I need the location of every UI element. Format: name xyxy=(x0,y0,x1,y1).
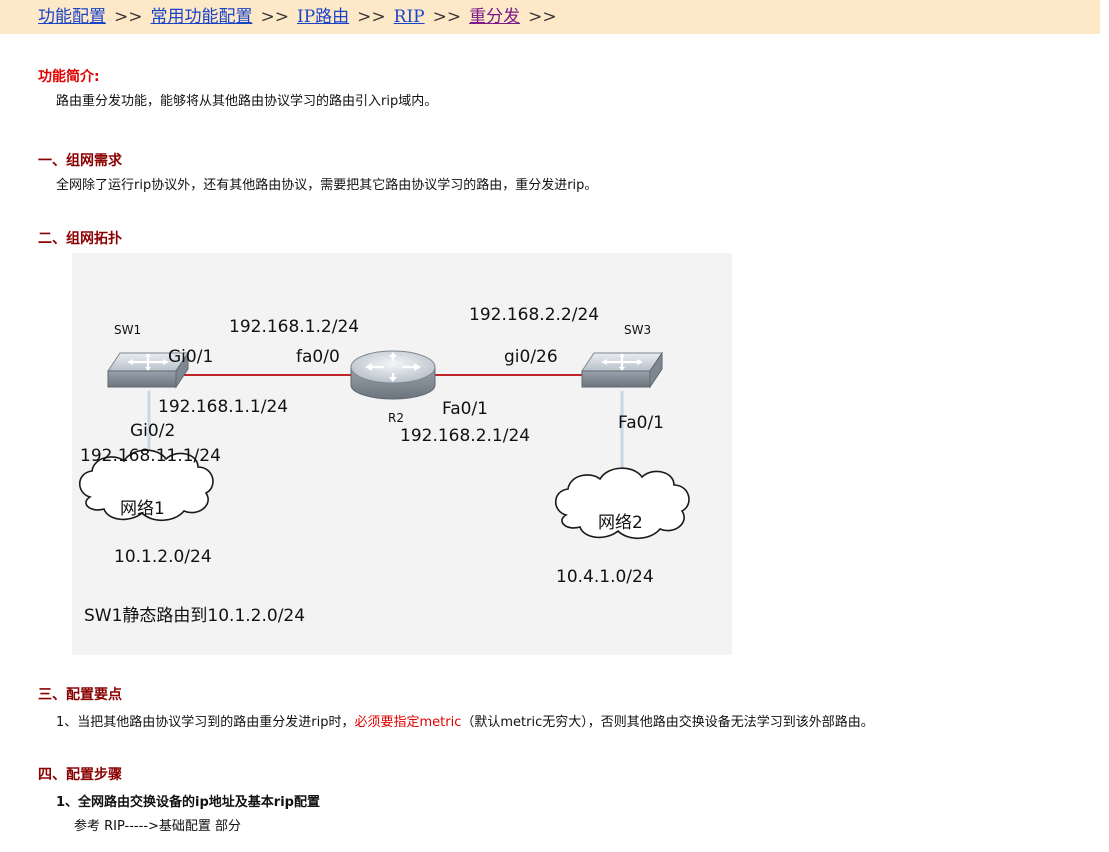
section4-heading: 四、配置步骤 xyxy=(38,767,122,783)
cloud-network1-icon xyxy=(78,449,214,522)
step1-title: 1、全网路由交换设备的ip地址及基本rip配置 xyxy=(56,795,320,810)
port-label-sw1-gi01: Gi0/1 xyxy=(168,347,214,367)
r2-name-label: R2 xyxy=(388,411,404,425)
ip-label-r2-fa01: 192.168.2.2/24 xyxy=(469,305,600,325)
section2-heading: 二、组网拓扑 xyxy=(38,231,122,247)
breadcrumb-separator: >> xyxy=(528,7,557,27)
section3-text-red: 必须要指定metric xyxy=(354,715,462,730)
sw1-name-label: SW1 xyxy=(114,323,142,337)
port-label-r2-fa01: Fa0/1 xyxy=(442,399,488,419)
section3-heading: 三、配置要点 xyxy=(38,687,122,703)
network2-subnet-label: 10.4.1.0/24 xyxy=(556,567,654,587)
switch-sw3-icon xyxy=(581,351,663,389)
port-label-sw1-gi02: Gi0/2 xyxy=(130,421,176,441)
cloud-network2-icon xyxy=(554,467,690,540)
topology-drawing xyxy=(78,350,690,540)
breadcrumb-separator: >> xyxy=(432,7,462,27)
ip-label-sw1-gi02: 192.168.11.1/24 xyxy=(80,446,221,466)
cloud-network2-label: 网络2 xyxy=(598,513,643,533)
intro-heading: 功能简介: xyxy=(38,69,100,85)
breadcrumb-link-function-config[interactable]: 功能配置 xyxy=(38,7,106,27)
port-label-r2-fa00: fa0/0 xyxy=(296,347,340,367)
breadcrumb-separator: >> xyxy=(260,7,290,27)
router-r2-icon xyxy=(350,350,436,400)
intro-text: 路由重分发功能，能够将从其他路由协议学习的路由引入rip域内。 xyxy=(56,94,438,109)
section1-text: 全网除了运行rip协议外，还有其他路由协议，需要把其它路由协议学习的路由，重分发… xyxy=(56,178,598,193)
port-label-sw3-gi026: gi0/26 xyxy=(504,347,558,367)
section3-text-after: （默认metric无穷大），否则其他路由交换设备无法学习到该外部路由。 xyxy=(461,715,874,730)
breadcrumb-link-redistribution[interactable]: 重分发 xyxy=(469,7,521,27)
breadcrumb-link-rip[interactable]: RIP xyxy=(393,7,425,27)
ip-label-r2-fa00: 192.168.1.2/24 xyxy=(229,317,360,337)
ip-label-sw1-gi01: 192.168.1.1/24 xyxy=(158,397,289,417)
static-route-note: SW1静态路由到10.1.2.0/24 xyxy=(84,606,306,626)
step1-text: 参考 RIP----->基础配置 部分 xyxy=(74,819,242,834)
section1-heading: 一、组网需求 xyxy=(38,153,122,169)
network-topology-diagram: SW1 SW3 R2 192.168.1.2/24 192.168.2.2/24… xyxy=(72,253,732,655)
section3-text-before: 1、当把其他路由协议学习到的路由重分发进rip时， xyxy=(56,715,355,730)
sw3-name-label: SW3 xyxy=(624,323,652,337)
breadcrumb-link-ip-routing[interactable]: IP路由 xyxy=(297,7,350,27)
ip-label-sw3-gi026: 192.168.2.1/24 xyxy=(400,426,531,446)
port-label-sw3-fa01: Fa0/1 xyxy=(618,413,664,433)
network1-subnet-label: 10.1.2.0/24 xyxy=(114,547,212,567)
breadcrumb-separator: >> xyxy=(114,7,143,27)
breadcrumb-link-common-config[interactable]: 常用功能配置 xyxy=(150,7,253,27)
breadcrumb: 功能配置 >> 常用功能配置 >> IP路由 >> RIP >> 重分发 >> xyxy=(0,0,1100,34)
breadcrumb-separator: >> xyxy=(357,7,386,27)
switch-sw1-icon xyxy=(107,351,189,389)
cloud-network1-label: 网络1 xyxy=(120,499,165,519)
section3-text: 1、当把其他路由协议学习到的路由重分发进rip时，必须要指定metric（默认m… xyxy=(56,711,874,730)
